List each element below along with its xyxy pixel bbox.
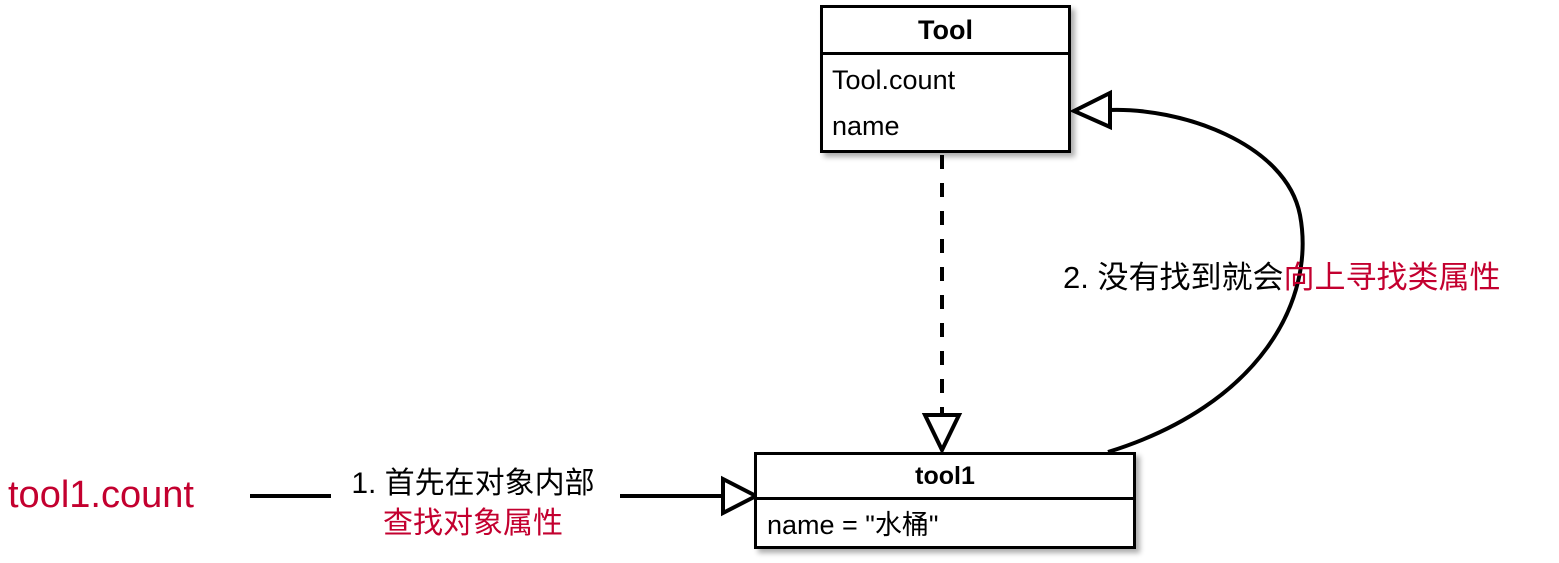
- instance-box-tool1-attributes: name = "水桶": [757, 500, 1133, 549]
- step-1-label-line-2: 查找对象属性: [383, 507, 563, 540]
- expression-label: tool1.count: [8, 474, 194, 516]
- step-1-label-line-1: 1. 首先在对象内部: [351, 467, 595, 500]
- class-attribute-name: name: [832, 110, 900, 141]
- class-box-tool-name: Tool: [823, 8, 1068, 55]
- step-2-label-segment-1: 2. 没有找到就会: [1063, 260, 1284, 295]
- class-to-instance-arrowhead: [921, 413, 963, 455]
- class-box-tool-attributes: Tool.count name: [823, 55, 1068, 150]
- step-1-label: 1. 首先在对象内部 查找对象属性: [339, 464, 607, 544]
- instance-box-tool1-name: tool1: [757, 455, 1133, 500]
- step1-to-instance-arrowhead: [721, 475, 761, 517]
- class-attribute-count: Tool.count: [832, 64, 956, 95]
- class-box-tool[interactable]: Tool Tool.count name: [820, 5, 1071, 153]
- instance-to-class-arrowhead: [1069, 89, 1112, 131]
- instance-attribute-name: name = "水桶": [767, 509, 939, 540]
- instance-to-class-curved-shaft: [1107, 107, 1305, 454]
- step-2-label: 2. 没有找到就会向上寻找类属性: [1063, 252, 1500, 297]
- instance-box-tool1[interactable]: tool1 name = "水桶": [754, 452, 1136, 549]
- step-2-label-segment-2: 向上寻找类属性: [1283, 260, 1501, 295]
